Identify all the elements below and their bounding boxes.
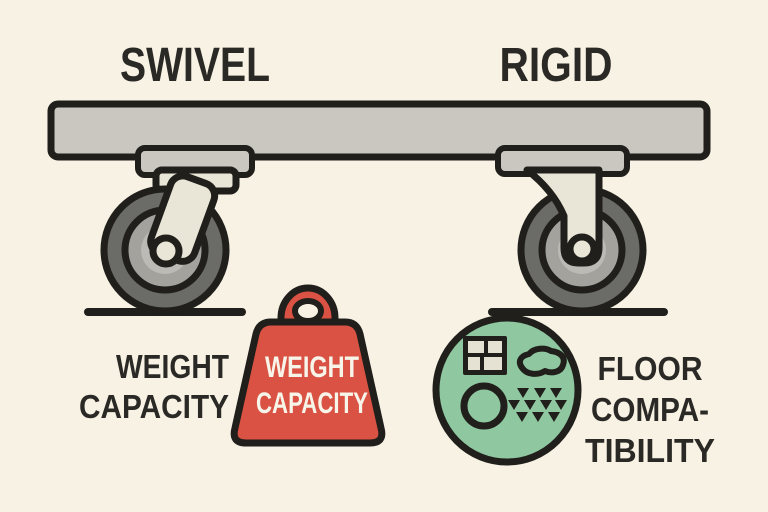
weight-capacity-caption-line1: WEIGHT — [116, 348, 229, 385]
swivel-label: SWIVEL — [120, 39, 270, 92]
vinyl-blob-icon — [516, 345, 567, 377]
rigid-axle-bolt — [566, 233, 598, 265]
floor-compatibility-icon — [432, 314, 582, 466]
weight-body — [230, 318, 386, 447]
weight-handle-hole — [292, 298, 324, 324]
floor-compatibility-caption-line2: COMPA- — [591, 391, 709, 428]
swivel-caster — [100, 145, 255, 315]
platform-bar — [47, 100, 711, 161]
floor-compatibility-caption-line1: FLOOR — [598, 350, 703, 387]
rigid-label: RIGID — [500, 39, 613, 92]
weight-icon: WEIGHT CAPACITY — [230, 284, 386, 447]
tile-floor-icon — [463, 336, 507, 375]
smooth-ring-icon — [460, 382, 508, 430]
weight-label-line2: CAPACITY — [256, 387, 368, 420]
swivel-axle-bolt — [149, 234, 183, 268]
weight-label-line1: WEIGHT — [265, 351, 359, 384]
carpet-triangles-icon — [508, 388, 567, 422]
floor-compatibility-caption-line3: TIBILITY — [585, 432, 715, 469]
weight-capacity-caption-line2: CAPACITY — [79, 388, 229, 425]
rigid-caster — [495, 145, 647, 315]
